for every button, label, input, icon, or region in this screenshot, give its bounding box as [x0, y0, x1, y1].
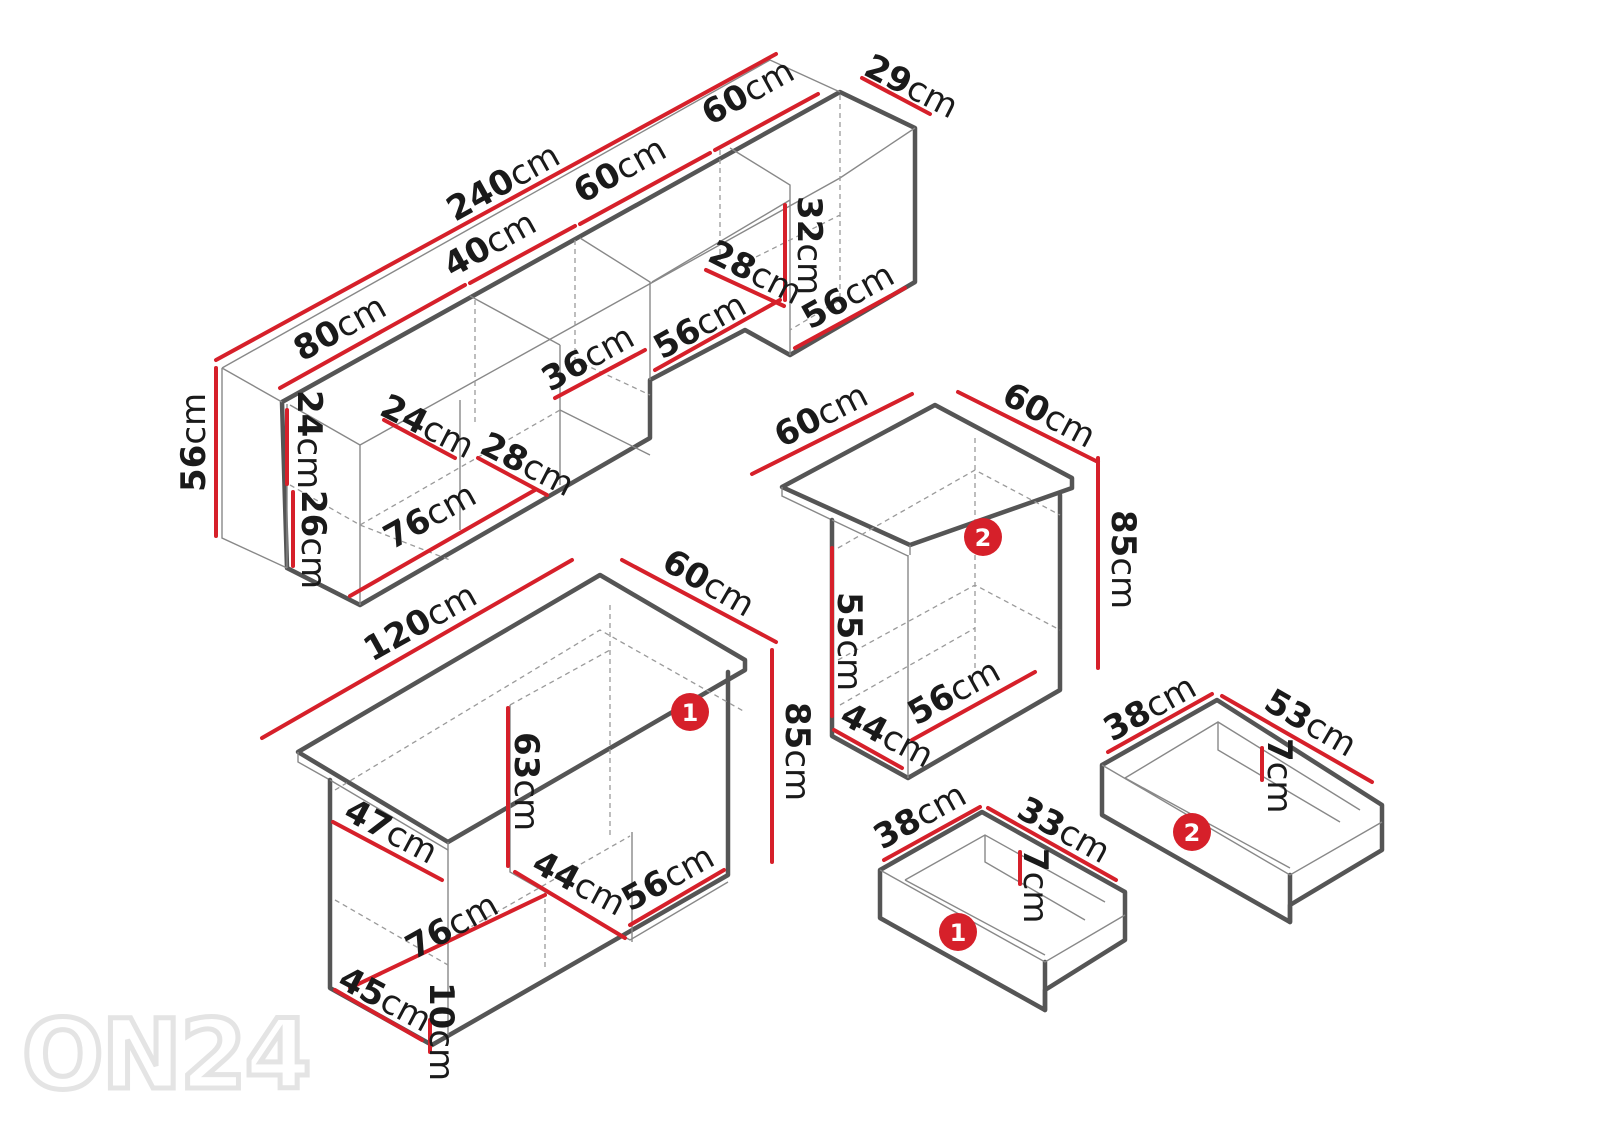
wall-unit-dimension-lines [214, 52, 932, 598]
wall-unit-left-lower-height-label: 26cm [293, 490, 333, 589]
cabinet-inner-height-label: 55cm [829, 592, 869, 691]
drawer-2: 2 38cm 53cm 7cm [1097, 667, 1385, 925]
drawer-1-height-label: 7cm [1015, 848, 1055, 924]
cabinet-drawer-badge: 2 [964, 518, 1002, 556]
drawer-1-drawing [877, 809, 1128, 1013]
desk-drawer-badge: 1 [671, 693, 709, 731]
cabinet-height-label: 85cm [1103, 510, 1143, 609]
drawer-2-drawing [1099, 697, 1385, 925]
drawer-2-dimension-lines [1106, 692, 1374, 784]
cabinet-dimension-lines [750, 390, 1100, 770]
wall-unit-left-width-label: 80cm [287, 287, 393, 370]
watermark-logo: ON24 [22, 999, 310, 1111]
svg-text:2: 2 [1184, 819, 1201, 847]
desk-left-width-label: 76cm [399, 885, 505, 968]
drawer-1-badge: 1 [939, 913, 977, 951]
drawer-2-badge: 2 [1173, 813, 1211, 851]
wall-unit-right-height-label: 32cm [789, 196, 829, 295]
desk-height-label: 85cm [777, 702, 817, 801]
cabinet-inner-width-label: 56cm [901, 651, 1007, 734]
desk-dimension-lines [260, 558, 778, 1054]
desk-left-depth-label: 47cm [338, 791, 444, 873]
wall-unit-middle-inner-width-label: 36cm [535, 317, 641, 400]
desk-plinth-label: 10cm [421, 982, 461, 1081]
svg-text:1: 1 [950, 919, 967, 947]
svg-text:2: 2 [975, 524, 992, 552]
drawer-1-dimension-lines [882, 805, 1118, 886]
wall-unit-height-label: 56cm [174, 393, 214, 492]
desk: 1 120cm 60cm 85cm 63cm 47cm 76cm 45cm 10… [260, 541, 817, 1081]
wall-unit-depth-label: 29cm [858, 46, 965, 127]
desk-depth-label: 60cm [656, 541, 762, 625]
desk-knee-height-label: 63cm [506, 732, 546, 831]
wall-unit-left-upper-height-label: 24cm [289, 390, 329, 489]
svg-text:1: 1 [682, 699, 699, 727]
drawer-1: 1 38cm 33cm 7cm [867, 775, 1128, 1013]
drawer-2-height-label: 7cm [1259, 738, 1299, 814]
wall-unit-shelf-depth-a-label: 24cm [374, 386, 481, 467]
wall-unit: 240cm 80cm 40cm 60cm 60cm 29cm 56cm 24cm… [174, 46, 965, 608]
